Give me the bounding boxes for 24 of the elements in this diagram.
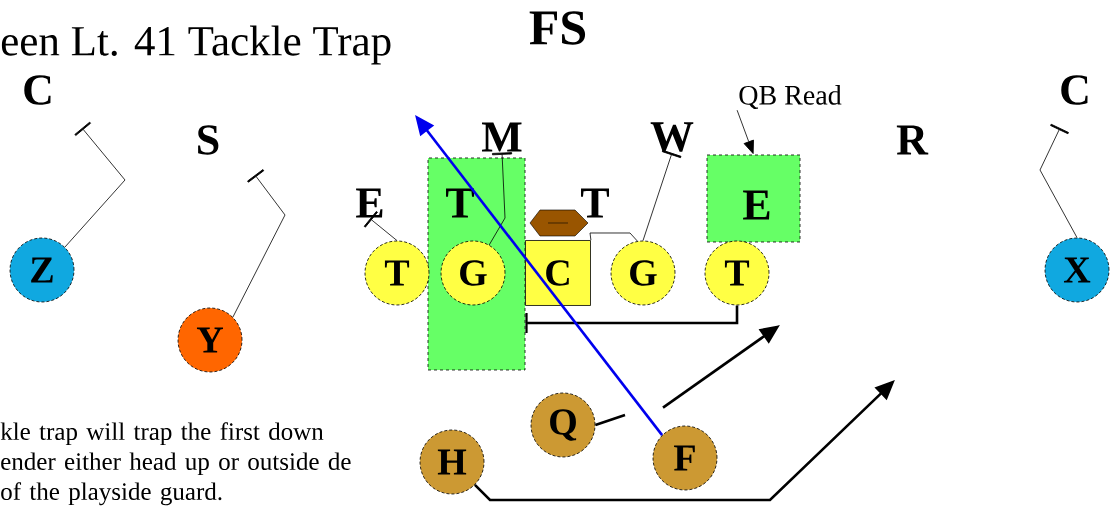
block-line — [525, 305, 739, 333]
pointer-arrow — [736, 109, 754, 154]
note-text: QB Read — [739, 85, 842, 109]
defender-label: R — [896, 125, 929, 155]
defender-label: S — [198, 125, 219, 155]
block-line — [1039, 123, 1078, 238]
center-square: C — [525, 240, 591, 306]
defender-label: W — [650, 122, 694, 152]
block-line — [363, 211, 398, 241]
defender-label: FS — [529, 11, 586, 45]
note-text: kle trap will trap the first down ender either head up or outside de of the playside guard. — [0, 422, 351, 506]
block-line — [232, 169, 286, 318]
block-line — [642, 149, 682, 241]
defender-label: M — [482, 122, 522, 152]
defender-label: C — [1061, 75, 1088, 105]
defender-label: E — [356, 188, 383, 218]
highlight-box: E — [706, 154, 801, 243]
title: een Lt. 41 Tackle Trap — [1, 25, 391, 65]
block-line — [488, 152, 513, 246]
block-line — [64, 121, 126, 248]
route-line — [589, 232, 638, 242]
route-line — [595, 413, 626, 427]
defender-label: C — [24, 75, 51, 105]
defender-label: T — [581, 188, 609, 218]
